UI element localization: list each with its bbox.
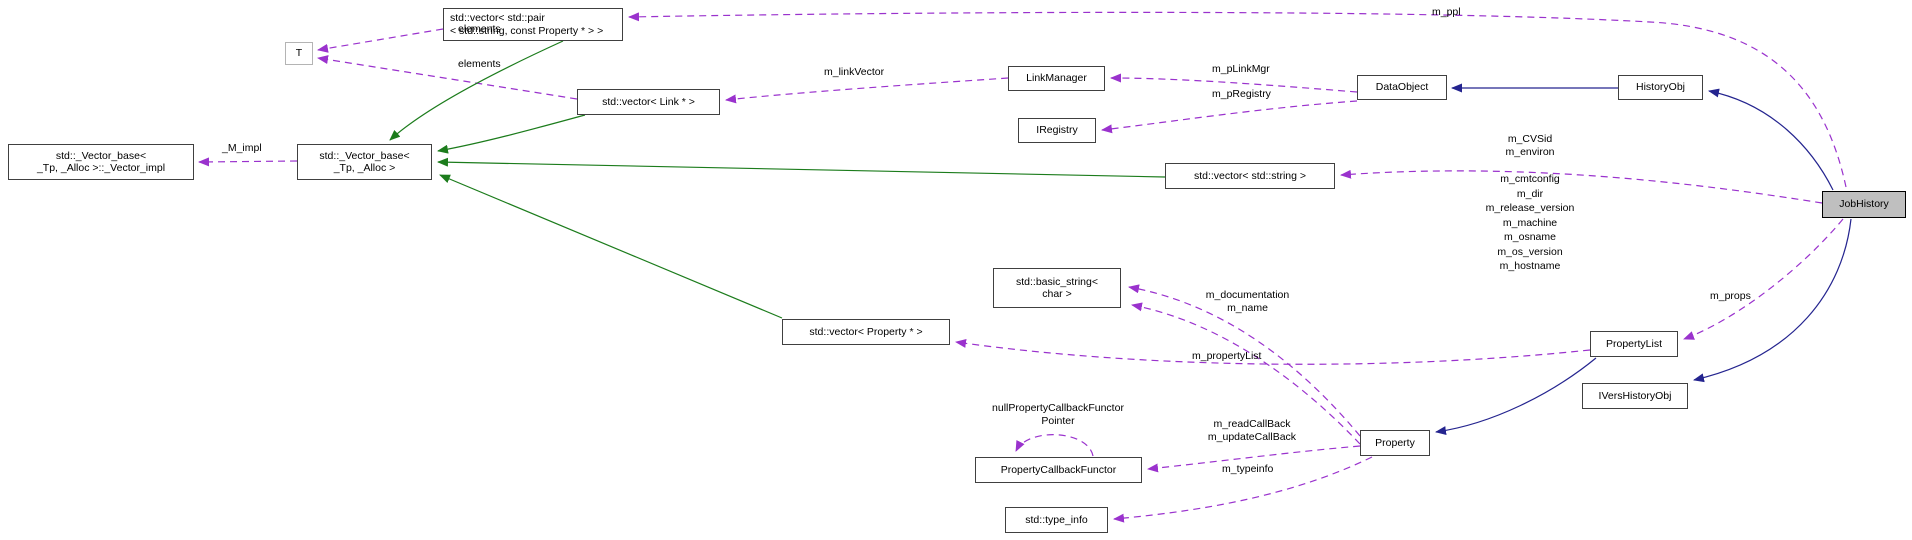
node-ivershistoryobj[interactable]: IVersHistoryObj: [1582, 383, 1688, 409]
edge-label-callback-members: m_readCallBack m_updateCallBack: [1207, 418, 1297, 443]
node-std-vector-string: std::vector< std::string >: [1165, 163, 1335, 189]
edge-label-m-plinkmgr: m_pLinkMgr: [1212, 63, 1270, 75]
node-propertycallbackfunctor[interactable]: PropertyCallbackFunctor: [975, 457, 1142, 483]
edge-m-impl: [198, 157, 298, 167]
edge-m-pregistry: [1101, 100, 1358, 134]
edge-m-typeinfo: [1113, 456, 1373, 523]
edge-label-m-ppl: m_ppl: [1432, 6, 1461, 18]
node-std-basic-string: std::basic_string< char >: [993, 268, 1121, 308]
edge-m-readcallback: [1147, 445, 1361, 473]
edge-label-m-impl: _M_impl: [222, 142, 262, 154]
edge-label-string-members-b: m_cmtconfig m_dir m_release_version m_ma…: [1485, 173, 1575, 272]
edge-label-m-props: m_props: [1710, 290, 1751, 302]
edge-label-string-members-a: m_CVSid m_environ: [1505, 133, 1555, 158]
edge-m-name: [1131, 302, 1361, 445]
node-propertylist[interactable]: PropertyList: [1590, 331, 1678, 357]
edge-string-members: [1340, 169, 1823, 204]
node-iregistry[interactable]: IRegistry: [1018, 118, 1096, 143]
edge-jobhistory-to-historyobj: [1708, 88, 1834, 191]
node-jobhistory: JobHistory: [1822, 191, 1906, 218]
node-property[interactable]: Property: [1360, 430, 1430, 456]
node-std-vector-base-impl: std::_Vector_base< _Tp, _Alloc >::_Vecto…: [8, 144, 194, 180]
edge-label-null-functor-pointer: nullPropertyCallbackFunctor Pointer: [992, 402, 1124, 427]
edge-label-elements-top: elements: [458, 23, 501, 35]
node-std-vector-pair: std::vector< std::pair < std::string, co…: [443, 8, 623, 41]
edge-m-ppl: [628, 11, 1847, 188]
node-std-vector-base: std::_Vector_base< _Tp, _Alloc >: [297, 144, 432, 180]
node-linkmanager[interactable]: LinkManager: [1008, 66, 1105, 91]
edge-vector-property-to-vector-base: [439, 174, 783, 319]
edge-vector-string-to-vector-base: [437, 157, 1166, 178]
edge-elements-from-vector-link: [317, 55, 578, 100]
edge-m-linkvector: [725, 77, 1009, 104]
edge-propertylist-to-property: [1435, 357, 1597, 436]
edge-label-doc-members: m_documentation m_name: [1205, 289, 1290, 314]
edge-label-m-propertylist: m_propertyList: [1192, 350, 1262, 362]
node-std-vector-property: std::vector< Property * >: [782, 319, 950, 345]
edge-m-propertylist: [955, 338, 1591, 365]
edge-label-m-typeinfo: m_typeinfo: [1222, 463, 1274, 475]
edge-m-plinkmgr: [1110, 73, 1358, 93]
edge-label-elements-bottom: elements: [458, 58, 501, 70]
edge-label-m-pregistry: m_pRegistry: [1212, 88, 1271, 100]
edge-null-functor-self-loop: [1015, 434, 1094, 457]
node-template-param-t: T: [285, 42, 313, 65]
node-dataobject[interactable]: DataObject: [1357, 75, 1447, 100]
edge-vector-link-to-vector-base: [437, 114, 586, 154]
edge-jobhistory-to-ivershistoryobj: [1693, 218, 1852, 383]
edge-m-documentation: [1128, 284, 1361, 437]
edge-elements-from-vector-pair: [317, 28, 444, 53]
node-std-type-info: std::type_info: [1005, 507, 1108, 533]
edge-label-m-linkvector: m_linkVector: [824, 66, 885, 78]
edge-m-props: [1683, 218, 1844, 340]
node-historyobj[interactable]: HistoryObj: [1618, 75, 1703, 100]
node-std-vector-link: std::vector< Link * >: [577, 89, 720, 115]
edge-vector-pair-to-vector-base: [389, 40, 564, 141]
